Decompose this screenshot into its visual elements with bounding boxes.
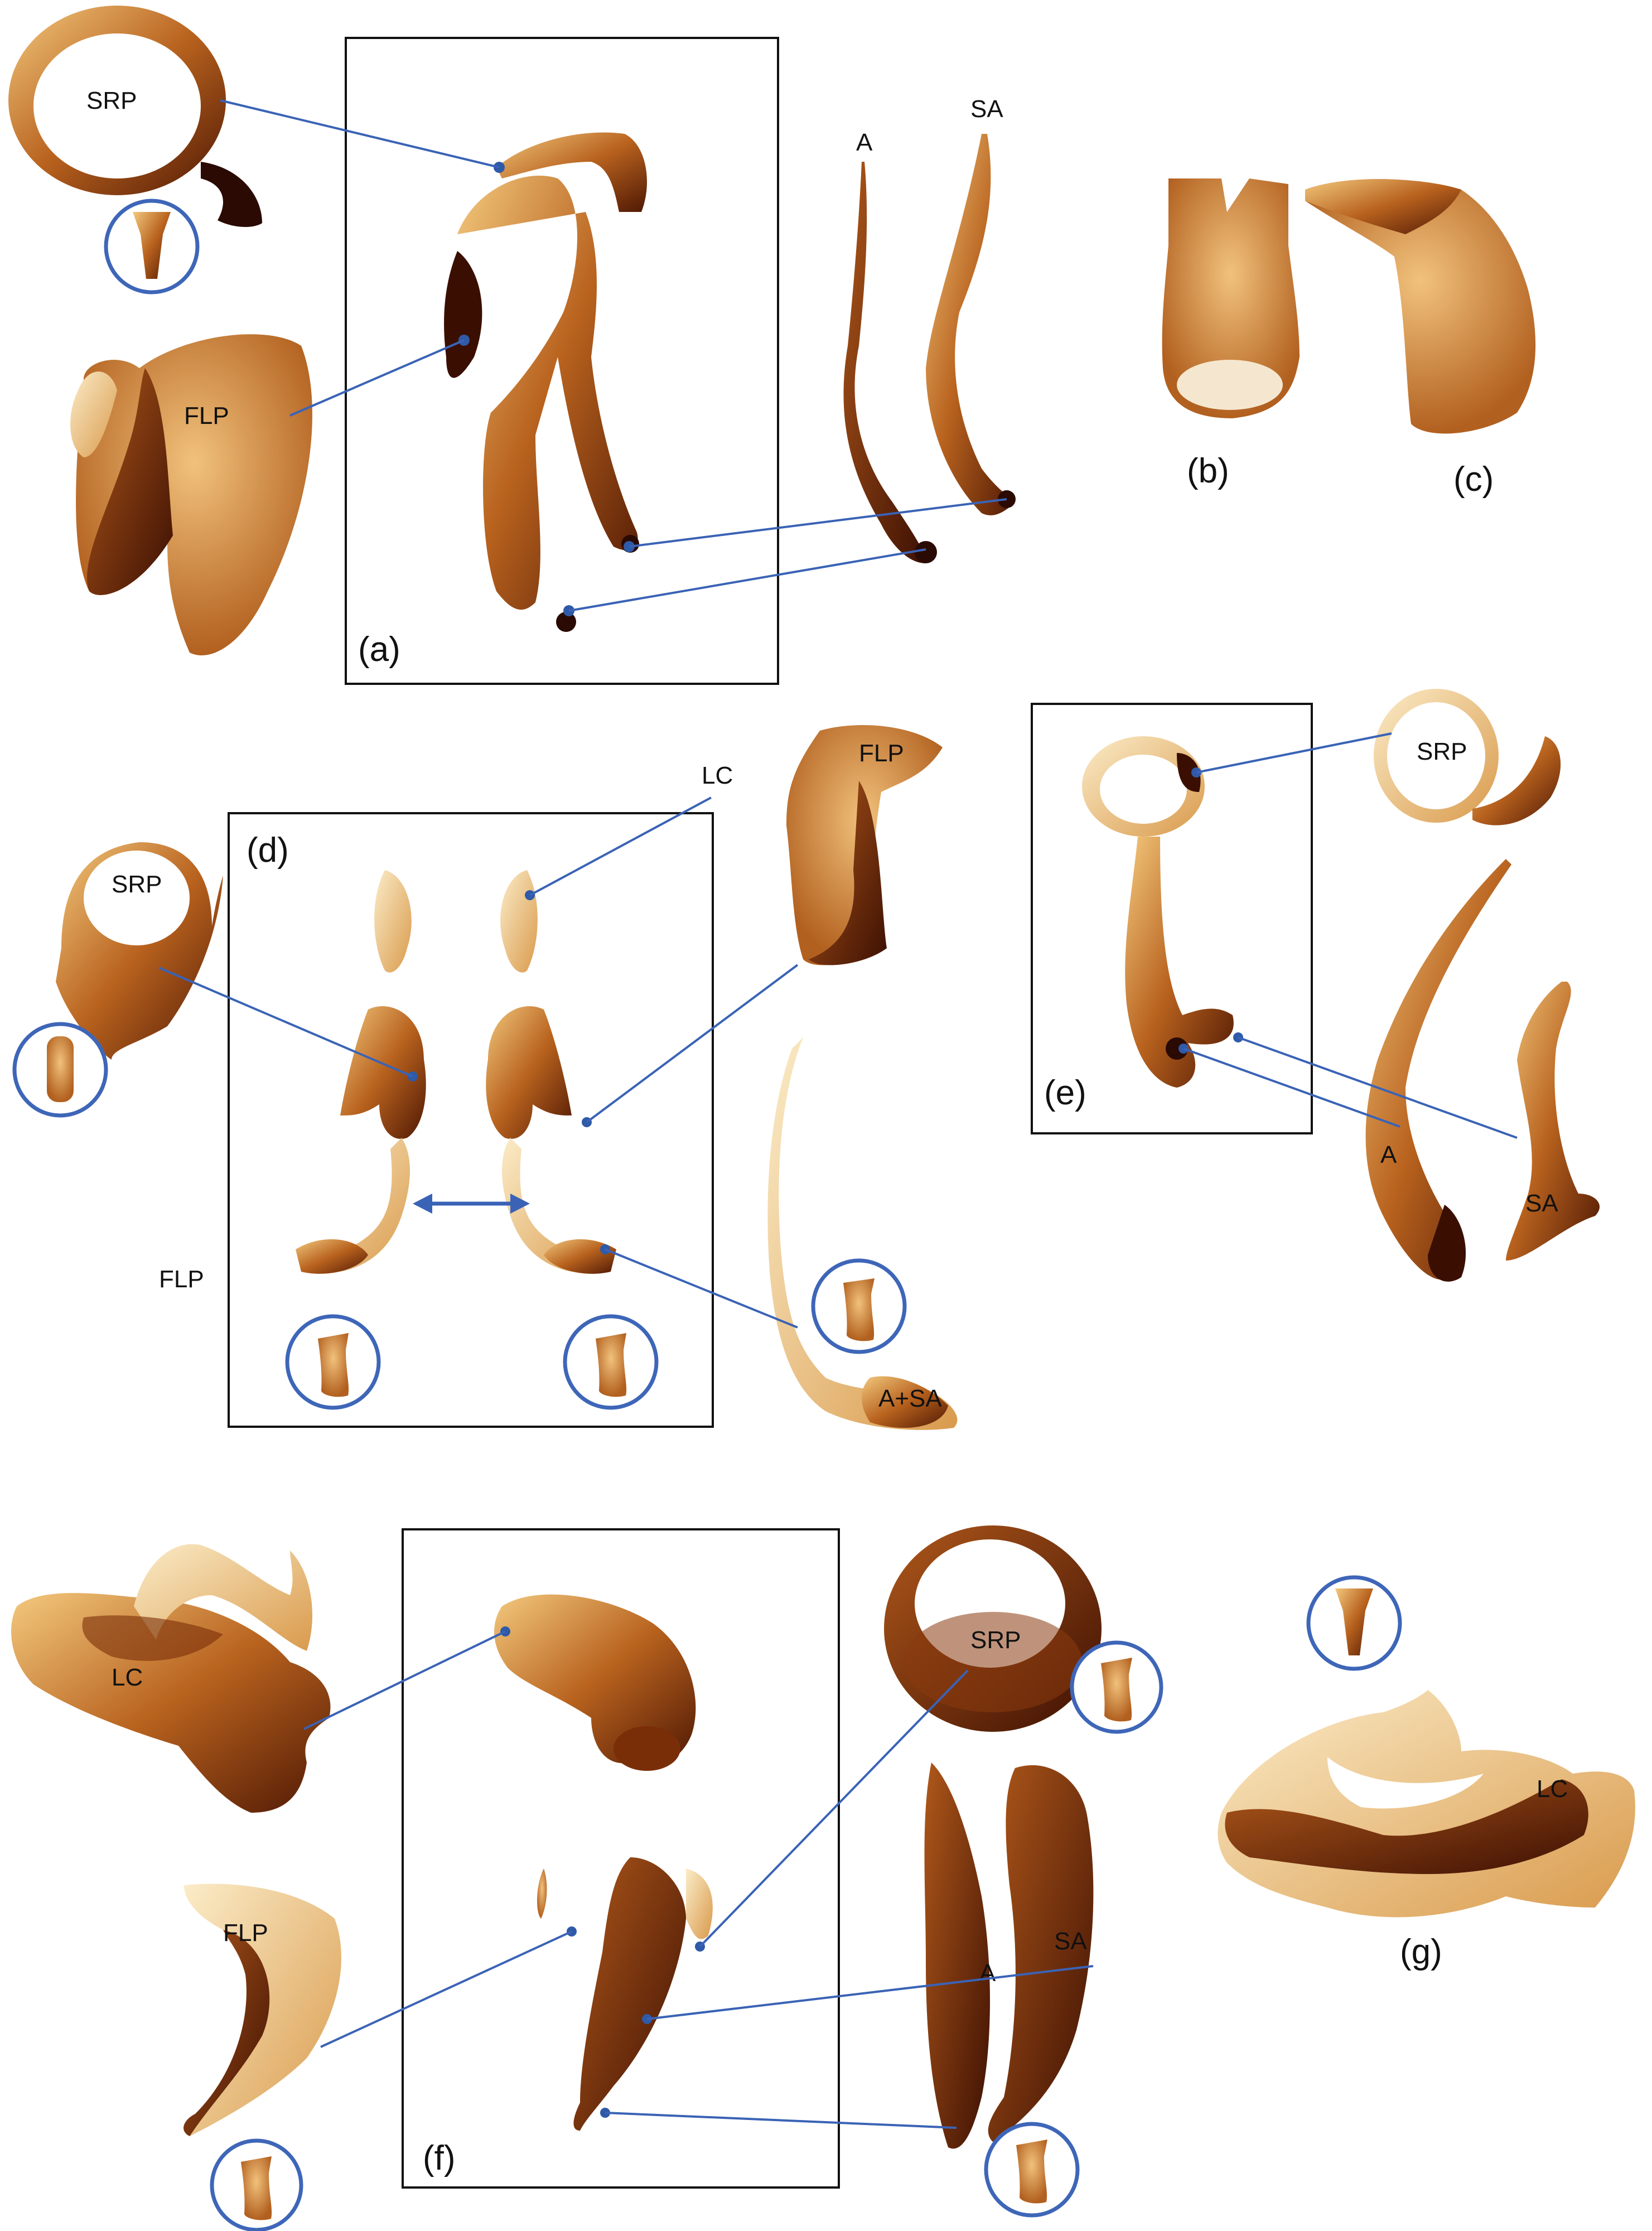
panel-f-framed-specimen	[494, 1594, 713, 2131]
flp-specimen-d	[786, 725, 943, 965]
panel-g: LC (g)	[1218, 1575, 1635, 1971]
panel-f-frame	[402, 1528, 840, 2189]
inset-thumbnail	[984, 2122, 1080, 2218]
panel-e: (e) SRP A SA	[1031, 689, 1600, 1282]
panel-label-c: (c)	[1453, 460, 1494, 499]
double-headed-arrow-icon	[413, 1194, 530, 1214]
inset-thumbnail	[1070, 1640, 1163, 1734]
flp-specimen-f	[183, 1884, 341, 2136]
label-flp-f: FLP	[223, 1919, 268, 1947]
panel-f-connectors	[303, 1630, 1094, 2129]
panel-b: (b)	[1162, 178, 1300, 490]
panel-b-specimen	[1162, 178, 1300, 418]
label-lc-f: LC	[112, 1664, 143, 1691]
label-srp-e: SRP	[1417, 738, 1467, 765]
panel-f: LC FLP (f) SRP	[11, 1525, 1163, 2231]
panel-d-framed-specimen-left	[296, 870, 426, 1274]
panel-label-d: (d)	[247, 831, 289, 870]
panel-a-connectors	[220, 99, 1007, 612]
label-a: A	[856, 129, 873, 156]
panel-a-frame	[345, 37, 779, 685]
label-flp-side-d: FLP	[159, 1266, 204, 1293]
inset-thumbnail	[12, 1022, 108, 1118]
label-sa: SA	[970, 95, 1003, 123]
label-a-sa-d: A+SA	[878, 1385, 942, 1412]
inset-thumbnail	[210, 2138, 303, 2231]
inset-thumbnail	[563, 1314, 659, 1410]
a-sa-specimen	[843, 134, 1016, 563]
label-sa-e: SA	[1525, 1190, 1558, 1217]
panel-e-connectors	[1183, 732, 1518, 1139]
panel-d-frame	[228, 812, 714, 1428]
panel-c: (c)	[1305, 179, 1536, 499]
inset-thumbnail	[104, 199, 200, 294]
flp-specimen	[70, 334, 313, 656]
a-sa-specimen-e	[1365, 859, 1600, 1282]
label-a-e: A	[1380, 1141, 1397, 1168]
label-flp-top-d: FLP	[859, 740, 904, 767]
panel-label-g: (g)	[1400, 1933, 1442, 1971]
panel-label-b: (b)	[1187, 452, 1229, 490]
srp-specimen-d	[56, 842, 223, 1060]
a-sa-specimen-d	[767, 1037, 958, 1430]
label-srp: SRP	[86, 87, 137, 114]
inset-thumbnail	[1306, 1575, 1402, 1671]
panel-a: SRP FLP (a)	[8, 6, 1016, 685]
panel-d: SRP FLP LC A+SA (d)	[12, 725, 958, 1430]
label-lc-d: LC	[702, 762, 733, 789]
panel-label-a: (a)	[358, 630, 400, 669]
panel-d-framed-specimen-right	[486, 870, 616, 1274]
panel-label-e: (e)	[1044, 1074, 1086, 1112]
label-a-f: A	[979, 1959, 996, 1987]
label-lc-g: LC	[1537, 1775, 1568, 1803]
label-srp-d: SRP	[112, 871, 162, 898]
a-sa-specimen-f	[924, 1762, 1094, 2149]
lc-specimen-f	[11, 1544, 331, 1813]
lc-specimen-g	[1218, 1690, 1635, 1918]
panel-label-f: (f)	[423, 2139, 456, 2177]
panel-d-connectors	[158, 796, 799, 1329]
panel-e-framed-specimen	[1082, 736, 1234, 1088]
srp-specimen-f	[884, 1525, 1102, 1732]
panel-e-frame	[1031, 703, 1313, 1134]
inset-thumbnail	[811, 1258, 907, 1354]
panel-a-framed-specimen	[444, 132, 647, 632]
label-flp: FLP	[184, 402, 229, 429]
label-srp-f: SRP	[970, 1626, 1021, 1654]
panel-c-specimen	[1305, 179, 1536, 434]
srp-ring-specimen	[8, 6, 262, 227]
srp-specimen-e	[1374, 689, 1561, 825]
inset-thumbnail	[285, 1314, 381, 1410]
label-sa-f: SA	[1054, 1928, 1087, 1955]
